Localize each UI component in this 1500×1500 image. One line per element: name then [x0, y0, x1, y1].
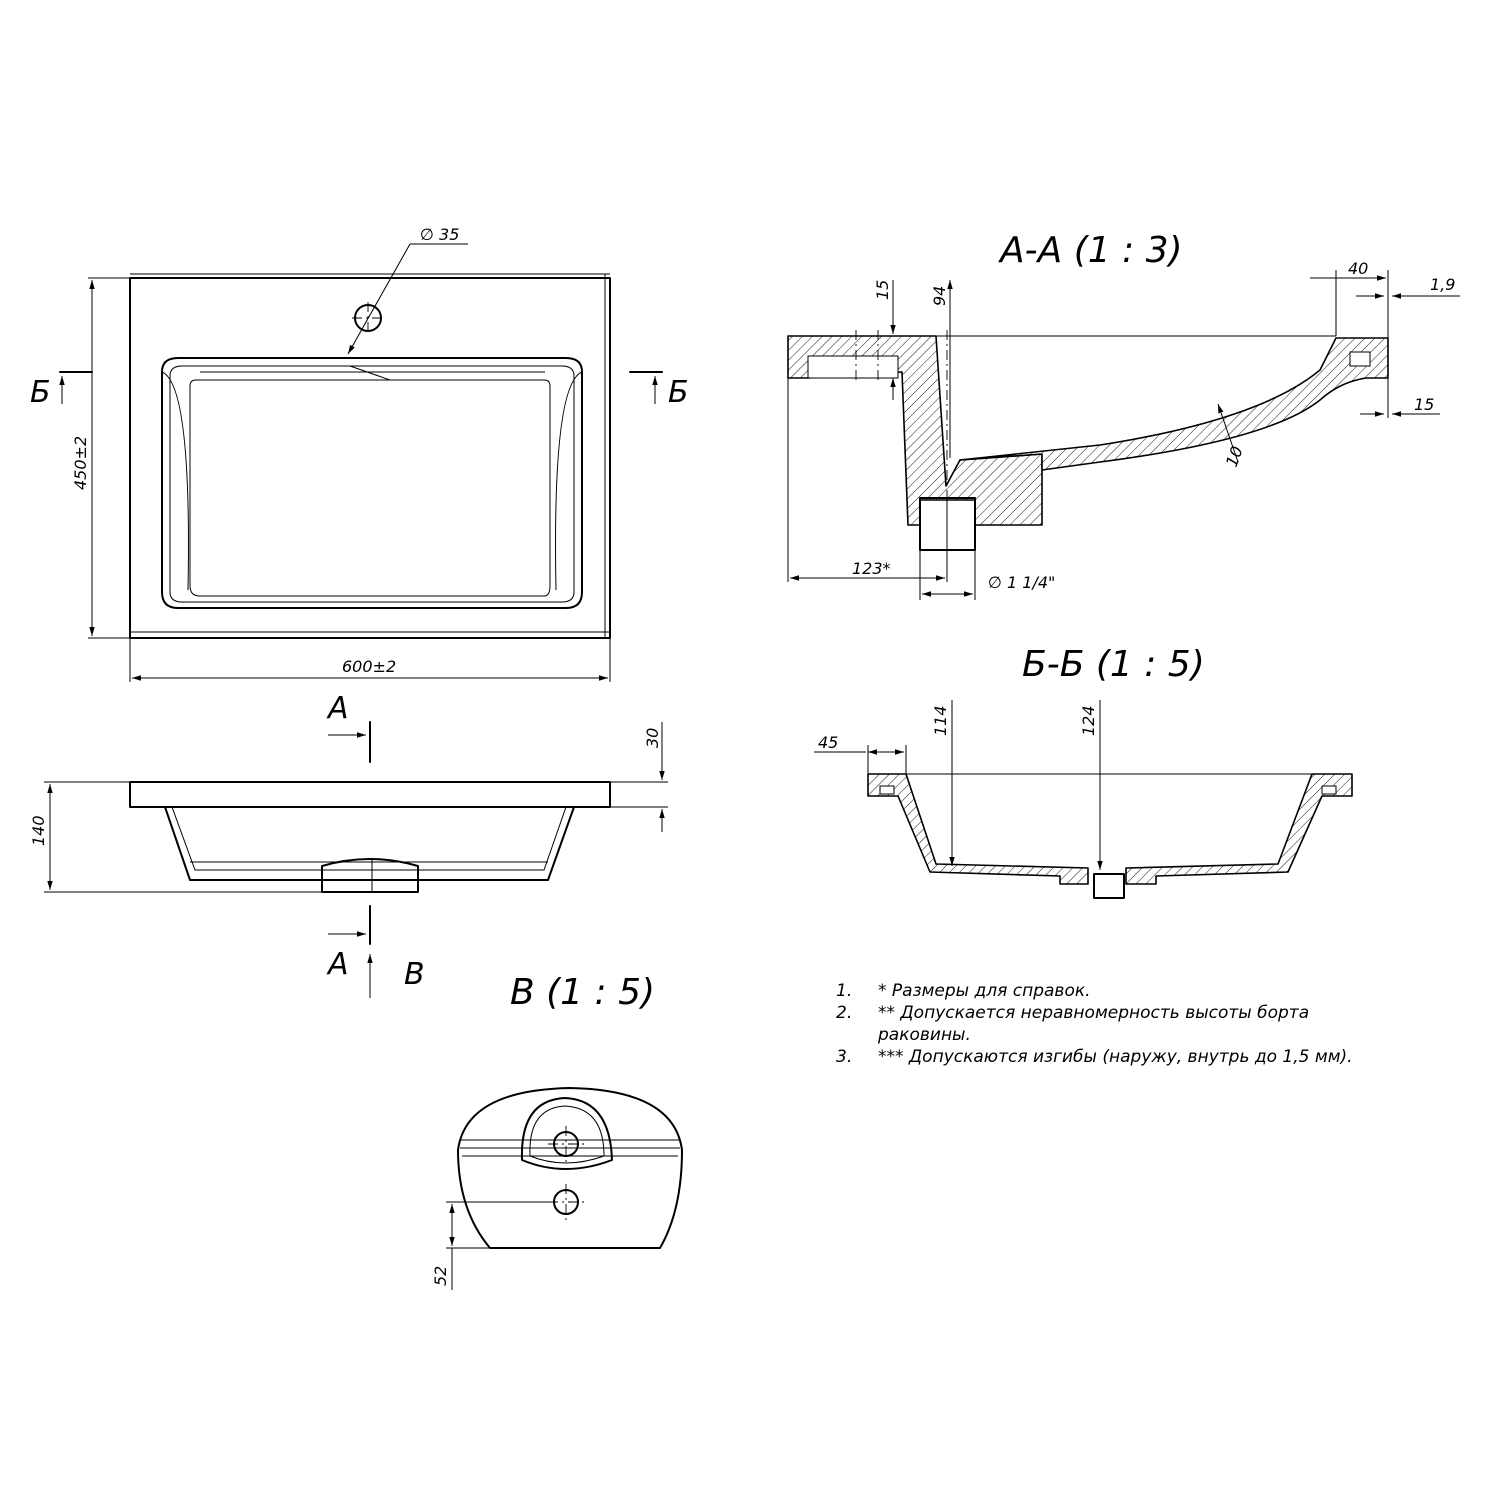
section-b-b: Б-Б (1 : 5) 114 124 45 [814, 644, 1353, 899]
drain-outlet [321, 858, 419, 893]
aa-dim-10: 10 [1222, 444, 1247, 470]
aa-dim-1-9: 1,9 [1430, 275, 1455, 294]
note-1-num: 1. [836, 981, 852, 1001]
aa-right-wall [959, 337, 1389, 471]
aa-dim-123: 123* [852, 559, 891, 578]
note-3-num: 3. [836, 1047, 852, 1067]
aa-dim-94: 94 [930, 286, 949, 306]
view-mark-v: В [404, 957, 425, 992]
dim-depth: 450±2 [71, 436, 90, 490]
basin-outline [129, 277, 611, 639]
front-view: 30 140 А А В [29, 691, 668, 998]
bowl-outline [161, 357, 583, 609]
detail-v-outline [457, 1087, 683, 1249]
section-a-a: А-А (1 : 3) 15 94 40 1,9 15 10 123* [787, 230, 1460, 600]
note-3-text: *** Допускаются изгибы (наружу, внутрь д… [878, 1047, 1353, 1067]
aa-dim-40: 40 [1348, 259, 1368, 278]
bb-dim-45: 45 [818, 733, 838, 752]
detail-v: В (1 : 5) 52 [431, 972, 683, 1290]
notes: 1. * Размеры для справок. 2. ** Допускае… [836, 981, 1353, 1067]
section-mark-b-right: Б [668, 375, 689, 410]
section-mark-b-left: Б [30, 375, 51, 410]
bb-right-wall [1125, 773, 1353, 885]
section-mark-a-top: А [326, 691, 349, 726]
dim-lip: 30 [643, 728, 662, 748]
dim-width: 600±2 [342, 657, 396, 676]
note-1-text: * Размеры для справок. [878, 981, 1091, 1001]
bb-drain [1093, 873, 1125, 899]
aa-dim-drain: ∅ 1 1/4" [988, 573, 1055, 592]
detail-v-dim-52: 52 [431, 1266, 450, 1286]
aa-dim-15-top: 15 [873, 280, 892, 300]
section-aa-title: А-А (1 : 3) [998, 230, 1183, 271]
bb-left-wall [867, 773, 1089, 885]
plan-view: ∅ 35 450±2 600±2 Б Б [30, 225, 689, 682]
note-2-num: 2. [836, 1003, 852, 1023]
dim-hole-diameter: ∅ 35 [420, 225, 459, 244]
bb-dim-114: 114 [931, 705, 950, 736]
detail-v-title: В (1 : 5) [510, 972, 655, 1013]
section-mark-a-bottom: А [326, 947, 349, 982]
note-2-text: ** Допускается неравномерность высоты бо… [878, 1003, 1309, 1023]
section-bb-title: Б-Б (1 : 5) [1022, 644, 1205, 685]
bb-dim-124: 124 [1079, 705, 1098, 736]
dim-height: 140 [29, 815, 48, 846]
aa-dim-15-right: 15 [1414, 395, 1434, 414]
note-2-cont: раковины. [877, 1025, 971, 1045]
